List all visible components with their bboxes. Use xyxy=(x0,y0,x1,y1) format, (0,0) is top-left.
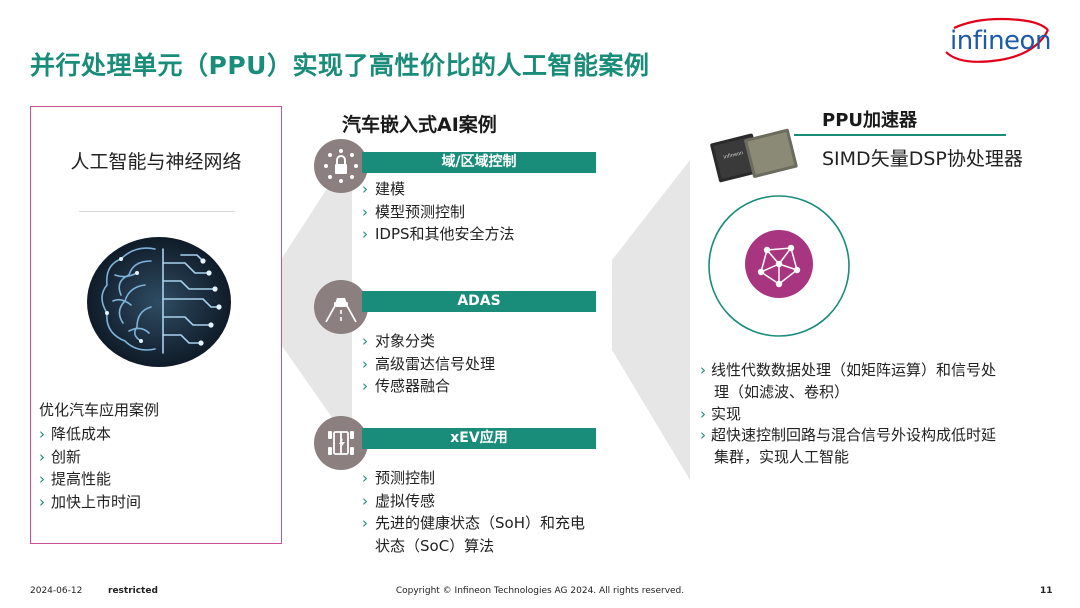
slide-title: 并行处理单元（PPU）实现了高性价比的人工智能案例 xyxy=(30,51,650,80)
ppu-heading: PPU加速器 xyxy=(822,110,918,131)
footer-classification: restricted xyxy=(108,586,158,596)
chevron-right-icon: › xyxy=(700,404,706,423)
list-item: ›IDPS和其他安全方法 xyxy=(362,225,515,243)
domain-control-bar: 域/区域控制 xyxy=(362,152,596,173)
lock-network-icon xyxy=(314,139,368,193)
footer-date: 2024-06-12 xyxy=(30,586,83,596)
chevron-right-icon: › xyxy=(362,332,368,350)
list-item: ›提高性能 xyxy=(39,470,112,488)
infineon-logo: infineon xyxy=(940,14,1052,66)
chevron-right-icon: › xyxy=(700,426,706,445)
xev-list: ›预测控制 ›虚拟传感 ›先进的健康状态（SoH）和充电 状态（SoC）算法 xyxy=(362,467,585,557)
chevron-right-icon: › xyxy=(362,225,368,243)
heading-underline xyxy=(794,134,1006,136)
chevron-right-icon: › xyxy=(39,447,45,466)
chevron-right-icon: › xyxy=(362,202,368,221)
list-item: ›建模 xyxy=(362,180,406,198)
list-item-continued: 状态（SoC）算法 xyxy=(375,536,495,555)
chevron-right-icon: › xyxy=(362,491,368,510)
list-item: ›预测控制 xyxy=(362,469,436,487)
ai-neural-network-panel: 人工智能与神经网络 xyxy=(30,106,282,544)
ev-chassis-icon xyxy=(314,416,368,470)
panel-title: 人工智能与神经网络 xyxy=(70,151,242,173)
adas-list: ›对象分类 ›高级雷达信号处理 ›传感器融合 xyxy=(362,330,495,398)
page-number: 11 xyxy=(1040,586,1053,596)
right-funnel-connector xyxy=(612,160,690,480)
list-item: ›加快上市时间 xyxy=(39,492,142,511)
list-item: ›先进的健康状态（SoH）和充电 xyxy=(362,514,585,532)
list-item-continued: 理（如滤波、卷积） xyxy=(714,382,850,401)
xev-bar: xEV应用 xyxy=(362,428,596,449)
ppu-chip-image: infineon xyxy=(710,128,798,183)
chevron-right-icon: › xyxy=(362,377,368,395)
car-road-icon xyxy=(314,280,368,334)
list-item: ›模型预测控制 xyxy=(362,202,466,221)
chevron-right-icon: › xyxy=(362,469,368,487)
list-item: ›高级雷达信号处理 xyxy=(362,354,496,373)
ppu-subtitle: SIMD矢量DSP协处理器 xyxy=(822,148,1023,170)
embedded-ai-heading: 汽车嵌入式AI案例 xyxy=(342,114,497,136)
chevron-right-icon: › xyxy=(39,470,45,488)
list-item: ›超快速控制回路与混合信号外设构成低时延 xyxy=(700,426,997,445)
list-item-continued: 集群，实现人工智能 xyxy=(714,448,850,467)
list-item: ›创新 xyxy=(39,447,82,466)
chevron-right-icon: › xyxy=(39,425,45,443)
footer-copyright: Copyright © Infineon Technologies AG 202… xyxy=(395,586,685,596)
divider xyxy=(79,211,235,212)
list-item: ›线性代数数据处理（如矩阵运算）和信号处 xyxy=(700,361,997,379)
adas-bar: ADAS xyxy=(362,291,596,312)
list-item: ›虚拟传感 xyxy=(362,491,436,510)
chevron-right-icon: › xyxy=(39,492,45,511)
benefit-list: ›降低成本 ›创新 ›提高性能 ›加快上市时间 xyxy=(39,423,141,513)
list-item: ›对象分类 xyxy=(362,332,436,350)
network-node-icon xyxy=(708,195,850,337)
brain-circuit-icon xyxy=(87,237,231,367)
list-item: ›降低成本 xyxy=(39,425,112,443)
optimize-heading: 优化汽车应用案例 xyxy=(39,401,160,419)
chevron-right-icon: › xyxy=(700,361,706,379)
domain-control-list: ›建模 ›模型预测控制 ›IDPS和其他安全方法 xyxy=(362,178,515,246)
chevron-right-icon: › xyxy=(362,354,368,373)
chevron-right-icon: › xyxy=(362,180,368,198)
list-item: ›传感器融合 xyxy=(362,377,451,395)
logo-wordmark: infineon xyxy=(950,26,1051,56)
svg-text:infineon: infineon xyxy=(723,150,744,161)
chevron-right-icon: › xyxy=(362,514,368,532)
list-item: ›实现 xyxy=(700,404,742,423)
ppu-feature-list: ›线性代数数据处理（如矩阵运算）和信号处 理（如滤波、卷积） ›实现 ›超快速控… xyxy=(700,360,1030,469)
